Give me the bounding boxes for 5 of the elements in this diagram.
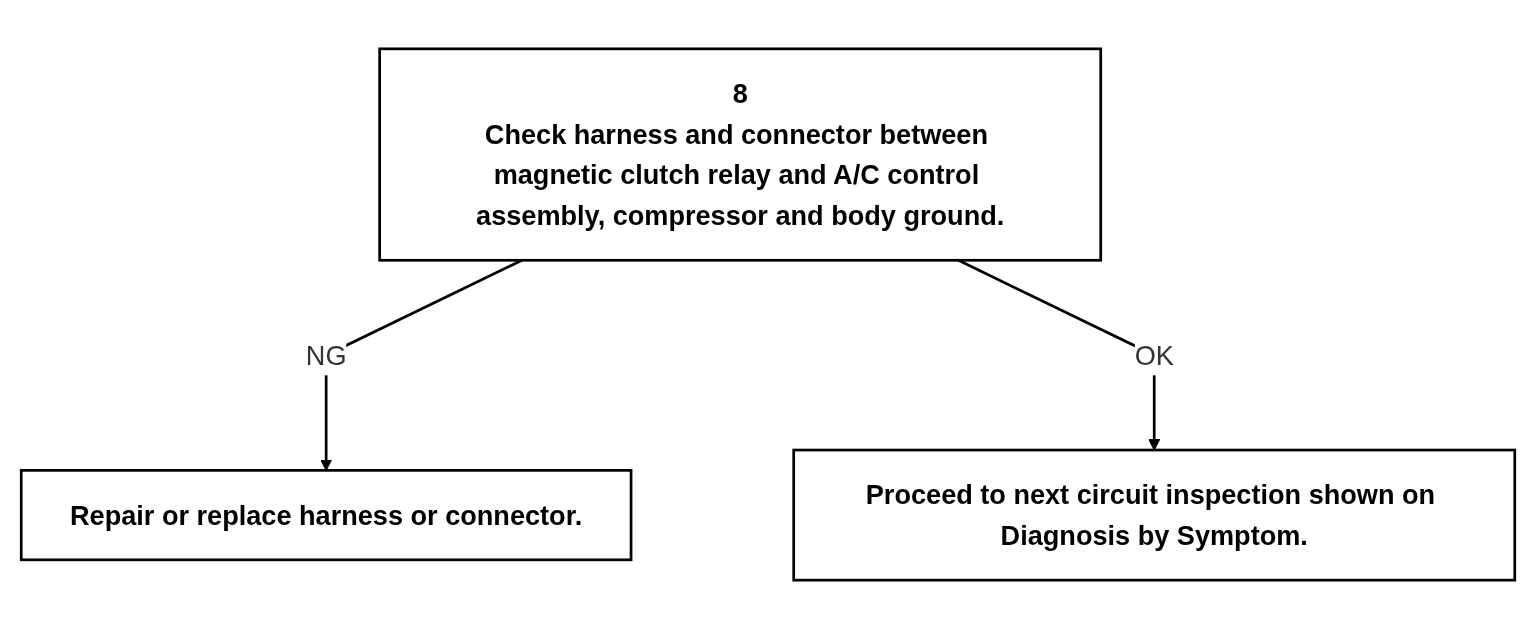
edge-label: OK (1134, 339, 1174, 370)
edge-label: NG (305, 339, 347, 370)
node-box: Repair or replace harness or connector. (19, 468, 633, 561)
node-box: 8 Check harness and connector between magnetic clutch relay and A/C control assembly, compressor and body ground. (378, 47, 1103, 262)
node-box: Proceed to next circuit inspection shown on Diagnosis by Symptom. (792, 448, 1517, 581)
